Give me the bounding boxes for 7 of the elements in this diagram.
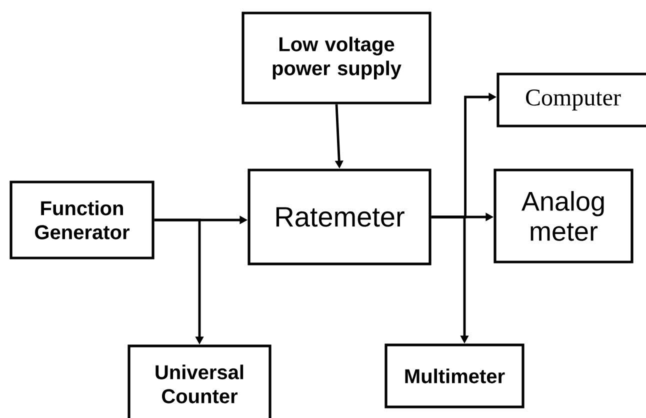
process-box: Analog meter: [494, 168, 634, 264]
process-box: Universal Counter: [128, 344, 272, 418]
process-box: Computer: [496, 72, 646, 128]
process-box: Multimeter: [384, 344, 524, 408]
process-box: Function Generator: [10, 180, 154, 260]
process-box: Low voltage power supply: [242, 12, 432, 104]
process-box: Ratemeter: [248, 168, 432, 266]
